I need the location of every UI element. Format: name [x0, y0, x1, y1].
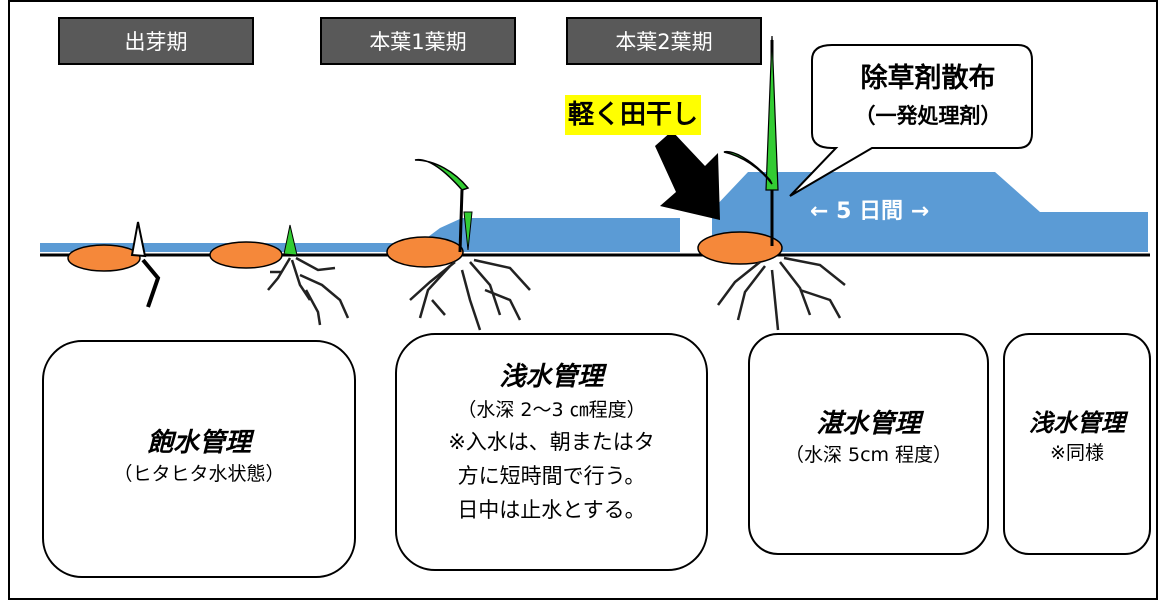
panel-saturated-management: 飽水管理 （ヒタヒタ水状態） — [42, 340, 356, 578]
drain-label: 軽く田干し — [565, 95, 702, 135]
panel-deep-management: 湛水管理 （水深 5cm 程度） — [748, 333, 989, 555]
roots-leaf2 — [716, 256, 846, 331]
panel-shallow-management-2: 浅水管理 ※同様 — [1003, 333, 1151, 555]
panel-shallow2-note: ※同様 — [1050, 442, 1104, 464]
panel-shallow2-title: 浅水管理 — [1029, 409, 1125, 437]
leaf-leaf1 — [414, 158, 470, 191]
seed-leaf2 — [697, 231, 783, 265]
stage-label-germination: 出芽期 — [58, 17, 254, 65]
outer-frame — [8, 0, 1158, 600]
leaf-leaf1b — [463, 211, 473, 251]
leaf-leaf2 — [723, 150, 773, 185]
panel-saturated-title: 飽水管理 — [146, 428, 251, 458]
panel-shallow-line1: ※入水は、朝またはタ — [448, 430, 655, 454]
panel-deep-title: 湛水管理 — [816, 409, 921, 439]
sprout-germination — [130, 221, 147, 258]
stage-label-leaf2: 本葉2葉期 — [566, 17, 762, 65]
drain-arrow — [655, 131, 720, 220]
herbicide-callout-bubble — [789, 44, 1033, 197]
panel-shallow-depth: （水深 2～3 ㎝程度） — [457, 399, 646, 421]
panel-shallow-line2: 方に短時間で行う。 — [457, 464, 646, 488]
water-area — [40, 218, 680, 252]
root-germination — [141, 258, 161, 308]
roots-early — [267, 256, 350, 326]
seed-early — [209, 241, 283, 269]
seed-leaf1 — [386, 236, 464, 268]
panel-saturated-note: （ヒタヒタ水状態） — [113, 463, 285, 485]
panel-shallow-title: 浅水管理 — [499, 362, 604, 392]
sprout-early — [283, 224, 298, 256]
deep-water-area — [712, 172, 1148, 252]
herbicide-subtitle: （一発処理剤） — [854, 104, 1002, 128]
panel-deep-depth: （水深 5cm 程度） — [784, 444, 953, 466]
blade-leaf2 — [765, 35, 779, 191]
panel-shallow-management: 浅水管理 （水深 2～3 ㎝程度） ※入水は、朝またはタ 方に短時間で行う。 日… — [395, 333, 708, 571]
stem-leaf1 — [458, 189, 464, 253]
stage-label-leaf1: 本葉1葉期 — [320, 17, 516, 65]
panel-shallow-line3: 日中は止水とする。 — [457, 498, 646, 522]
seed-germination — [67, 244, 141, 272]
duration-label: ← 5 日間 → — [810, 199, 930, 224]
roots-leaf1 — [409, 258, 531, 331]
herbicide-title: 除草剤散布 — [860, 63, 996, 94]
